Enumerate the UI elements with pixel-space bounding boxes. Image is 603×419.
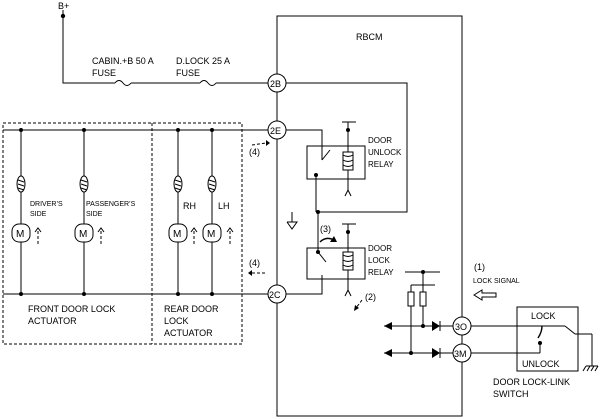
- annotation-3: (3): [320, 224, 331, 234]
- motor-lh: M LH: [202, 128, 234, 296]
- rear-actuator-label-3: ACTUATOR: [164, 328, 213, 338]
- motor-rh-label: RH: [183, 201, 196, 211]
- terminal-2e: 2E: [267, 120, 287, 140]
- annotation-4-bottom: (4): [249, 258, 260, 268]
- door-lock-link-switch: LOCK UNLOCK: [471, 306, 599, 372]
- svg-text:M: M: [16, 229, 24, 240]
- rear-actuator-label-1: REAR DOOR: [164, 304, 219, 314]
- svg-text:2C: 2C: [269, 290, 281, 300]
- lock-relay-label-2: LOCK: [368, 256, 390, 265]
- unlock-relay-label-3: RELAY: [368, 160, 394, 169]
- terminal-2c: 2C: [267, 284, 287, 304]
- lock-signal-circuit: [384, 270, 453, 358]
- passenger-side-label-1: PASSENGER’S: [86, 201, 136, 208]
- annotation-4-top: (4): [249, 147, 260, 157]
- fuse-dlock-type: FUSE: [176, 68, 200, 78]
- terminal-3o: 3O: [452, 316, 472, 336]
- svg-text:3M: 3M: [454, 349, 467, 359]
- front-actuator-label-2: ACTUATOR: [28, 316, 77, 326]
- switch-lock-label: LOCK: [531, 311, 556, 321]
- switch-name-2: SWITCH: [493, 389, 529, 399]
- svg-text:M: M: [207, 229, 215, 240]
- lock-relay-label-1: DOOR: [368, 244, 392, 253]
- power-label: B+: [58, 1, 69, 11]
- fuse-dlock: D.LOCK 25 A FUSE: [176, 56, 230, 86]
- svg-text:2B: 2B: [270, 79, 281, 89]
- unlock-relay-label-1: DOOR: [368, 136, 392, 145]
- front-actuator-label-1: FRONT DOOR LOCK: [28, 304, 115, 314]
- lock-signal-label: LOCK SIGNAL: [473, 278, 520, 285]
- svg-text:2E: 2E: [270, 126, 281, 136]
- power-source: B+: [58, 1, 115, 84]
- door-unlock-relay: DOOR UNLOCK RELAY: [306, 121, 402, 212]
- annotation-2: (2): [365, 292, 376, 302]
- rbcm-module: RBCM: [276, 15, 463, 417]
- fuse-cabin-type: FUSE: [92, 68, 116, 78]
- terminal-2b: 2B: [267, 73, 287, 93]
- motor-passenger-side: M PASSENGER’S SIDE: [74, 128, 136, 296]
- fuse-dlock-name: D.LOCK 25 A: [176, 56, 230, 66]
- switch-unlock-label: UNLOCK: [522, 359, 560, 369]
- switch-name-1: DOOR LOCK-LINK: [493, 377, 570, 387]
- rbcm-label: RBCM: [356, 32, 383, 42]
- driver-side-label-2: SIDE: [30, 211, 47, 218]
- driver-side-label-1: DRIVER’S: [30, 201, 63, 208]
- svg-text:M: M: [79, 229, 87, 240]
- svg-text:M: M: [173, 229, 181, 240]
- motor-lh-label: LH: [218, 201, 230, 211]
- unlock-relay-label-2: UNLOCK: [368, 148, 402, 157]
- motor-driver-side: M DRIVER’S SIDE: [11, 128, 63, 296]
- door-lock-relay: DOOR LOCK RELAY: [306, 223, 394, 297]
- fuse-cabin-name: CABIN.+B 50 A: [92, 56, 154, 66]
- rear-actuator-label-2: LOCK: [164, 316, 189, 326]
- passenger-side-label-2: SIDE: [86, 211, 103, 218]
- fuse-cabin: CABIN.+B 50 A FUSE: [92, 56, 154, 86]
- annotation-1: (1): [474, 262, 485, 272]
- svg-text:3O: 3O: [455, 322, 467, 332]
- lock-relay-label-3: RELAY: [368, 268, 394, 277]
- terminal-3m: 3M: [452, 343, 472, 363]
- motor-rh: M RH: [168, 128, 198, 296]
